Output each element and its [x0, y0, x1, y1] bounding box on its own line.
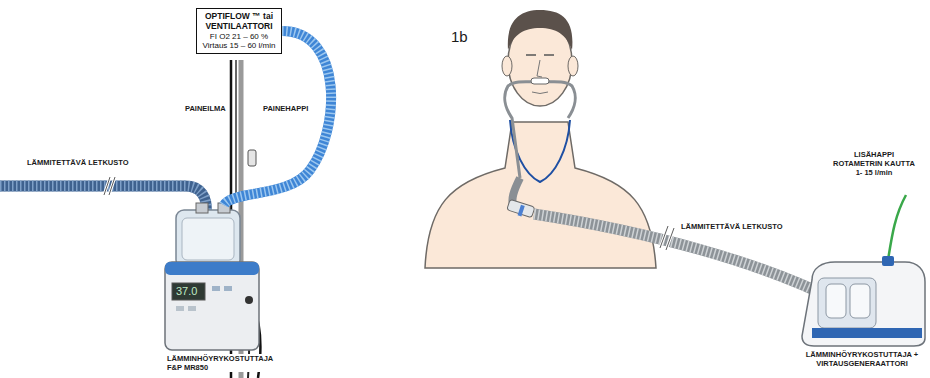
- hair: [508, 10, 573, 50]
- part-label: LÄMMINHÖYRYKOSTUTTAJA + VIRTAUSGENERAATT…: [800, 350, 924, 368]
- tube-connector: [507, 199, 535, 217]
- connector-ring: [518, 205, 525, 217]
- part-label: PAINEHAPPI: [262, 104, 309, 113]
- part-label: 37.0: [175, 285, 198, 298]
- oxygen-line: [888, 195, 906, 260]
- button: [212, 286, 220, 291]
- heater-plate-band: [165, 262, 259, 275]
- ear: [568, 56, 578, 76]
- nasal-cannula: [505, 82, 540, 178]
- humidifier-base: [165, 262, 259, 350]
- hose-ribs: [224, 31, 331, 205]
- break-mark: [660, 226, 674, 250]
- part-label: LÄMMITETTÄVÄ LETKUSTO: [26, 158, 130, 167]
- chamber-port: [196, 203, 208, 213]
- clip: [248, 150, 256, 166]
- torso: [425, 122, 656, 268]
- humidifier-chamber: [176, 210, 240, 268]
- break-mark: [104, 177, 115, 195]
- chamber-bay: [818, 278, 876, 328]
- part-label: 1b: [450, 28, 469, 46]
- device-box: OPTIFLOW ™ tai VENTILAATTORIFI O2 21 – 6…: [196, 8, 282, 54]
- nose: [537, 60, 542, 77]
- heated-hose: [0, 186, 206, 214]
- mouth: [532, 92, 548, 94]
- hose-ribs: [534, 214, 835, 300]
- supply-hose: [224, 31, 331, 205]
- part-label: LÄMMINHÖYRYKOSTUTTAJA F&P MR850: [166, 354, 280, 372]
- setting-text: FI O2 21 – 60 %: [201, 32, 277, 41]
- hose-ribs: [0, 186, 206, 214]
- heated-hose: [534, 214, 835, 300]
- part-label: LÄMMITETTÄVÄ LETKUSTO: [680, 222, 784, 231]
- humidifier-chamber: [826, 284, 846, 318]
- humidifier-chamber: [850, 284, 870, 318]
- display: [172, 283, 205, 300]
- oxygen-line: [235, 60, 237, 200]
- base-band: [812, 328, 922, 338]
- break-mark: [104, 177, 115, 195]
- flow-generator: [802, 262, 925, 346]
- button: [224, 286, 232, 291]
- eyes: [526, 54, 554, 56]
- button: [176, 306, 184, 311]
- nasal-prongs: [531, 78, 549, 84]
- nasal-cannula: [540, 82, 575, 118]
- device-name: OPTIFLOW ™ tai VENTILAATTORI: [201, 12, 277, 32]
- chamber-water: [182, 218, 234, 260]
- part-label: LISÄHAPPI ROTAMETRIN KAUTTA 1- 15 l/min: [828, 150, 920, 177]
- oxygen-inlet: [882, 256, 894, 266]
- button: [188, 306, 196, 311]
- connector: [245, 296, 253, 304]
- break-mark: [660, 226, 674, 250]
- setting-text: Virtaus 15 – 60 l/min: [201, 41, 277, 50]
- part-label: PAINEILMA: [184, 104, 227, 113]
- ear: [502, 56, 512, 76]
